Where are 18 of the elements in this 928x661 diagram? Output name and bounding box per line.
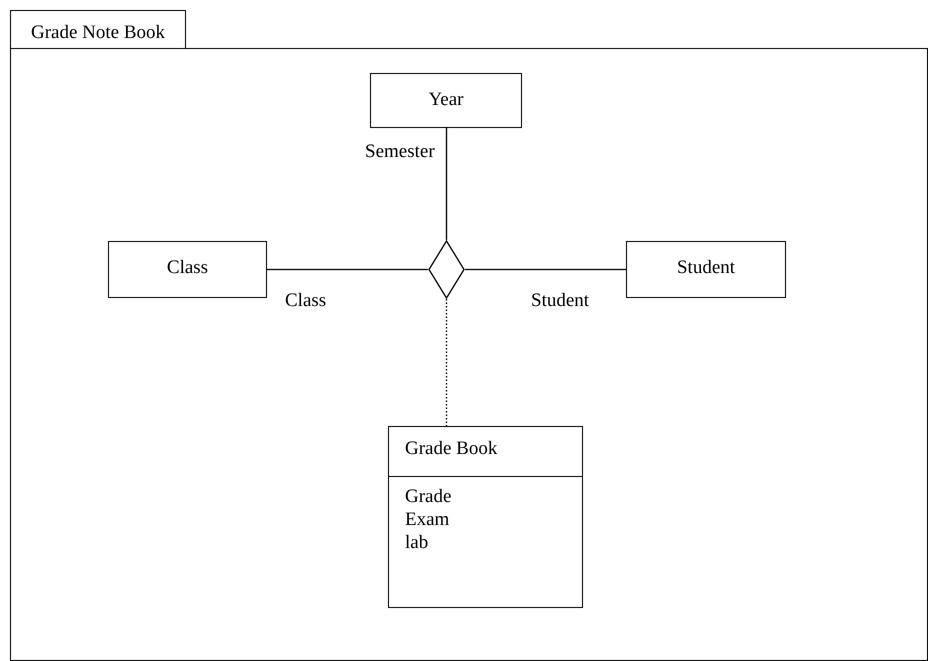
entity-name: Year [428,88,464,112]
entity-box [370,73,522,128]
entity-name: Class [166,256,208,280]
relationship-diamond [428,240,465,299]
entity-box [108,241,267,298]
package-tab: Grade Note Book [10,10,186,49]
class-name: Grade Book [405,438,498,459]
package-frame [10,10,928,661]
attribute-text: Grade [405,485,452,508]
dotted-connector [446,299,448,426]
attribute-text: lab [405,531,428,554]
entity-box [626,241,786,298]
connector-line [446,128,448,240]
connector-line [267,268,428,270]
connector-line [465,268,626,270]
class-box [388,426,583,608]
attribute-text: Exam [405,508,450,531]
entity-name: Student [676,256,736,280]
